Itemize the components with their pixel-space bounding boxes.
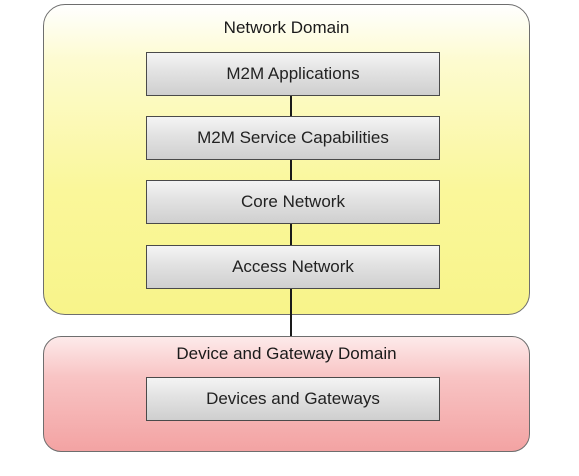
m2m-service-capabilities-label: M2M Service Capabilities (197, 128, 389, 147)
device-gateway-domain-title: Device and Gateway Domain (176, 344, 397, 363)
connector-service-capabilities-to-core-network (290, 160, 292, 180)
access-network-box: Access Network (146, 245, 440, 289)
connector-applications-to-service-capabilities (290, 96, 292, 116)
connector-core-network-to-access-network (290, 224, 292, 245)
m2m-applications-box: M2M Applications (146, 52, 440, 96)
core-network-label: Core Network (241, 192, 345, 211)
core-network-box: Core Network (146, 180, 440, 224)
devices-and-gateways-box: Devices and Gateways (146, 377, 440, 421)
connector-access-network-to-device-domain (290, 289, 292, 336)
device-gateway-domain-container: Device and Gateway Domain (43, 336, 530, 452)
devices-and-gateways-label: Devices and Gateways (206, 389, 380, 408)
network-domain-title: Network Domain (223, 18, 350, 37)
m2m-service-capabilities-box: M2M Service Capabilities (146, 116, 440, 160)
m2m-applications-label: M2M Applications (226, 64, 360, 83)
access-network-label: Access Network (232, 257, 354, 276)
